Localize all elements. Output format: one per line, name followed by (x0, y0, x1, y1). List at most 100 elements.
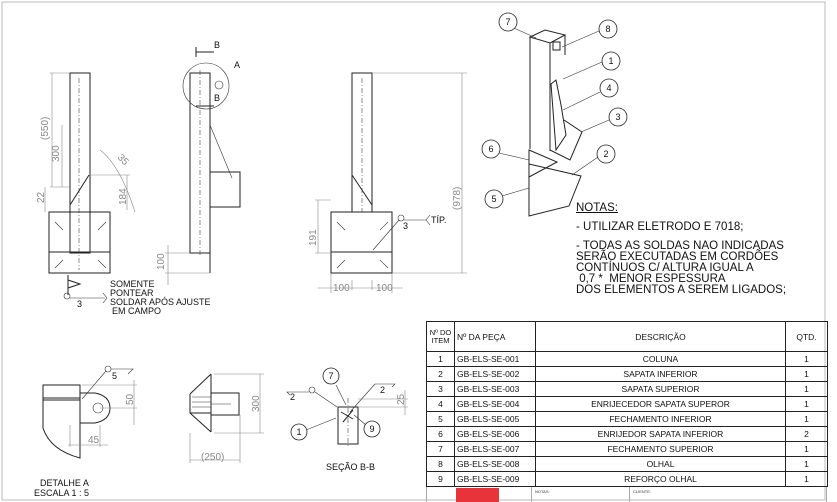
cell-qty: 1 (785, 381, 828, 397)
cell-desc: REFORÇO OLHAL (535, 471, 786, 487)
weld-size-detail: 5 (112, 371, 117, 381)
svg-text:6: 6 (488, 144, 493, 154)
header-qty: QTD. (785, 321, 828, 352)
dim-250: (250) (201, 452, 224, 463)
weld-note-4: EM CAMPO (112, 306, 161, 316)
balloon-7: 7 (498, 12, 518, 32)
balloon-4: 4 (599, 78, 619, 98)
cell-desc: FECHAMENTO INFERIOR (535, 411, 786, 427)
cell-part: GB-ELS-SE-007 (454, 441, 536, 457)
cell-part: GB-ELS-SE-006 (454, 426, 536, 442)
cell-qty: 1 (785, 456, 828, 472)
title-block-divider (629, 487, 630, 502)
cell-part: GB-ELS-SE-003 (454, 381, 536, 397)
svg-text:2: 2 (603, 149, 608, 159)
header-part: Nº DA PEÇA (454, 321, 536, 352)
weld-note-1: SOMENTE (110, 279, 155, 289)
svg-text:3: 3 (615, 112, 620, 122)
balloon-3: 3 (608, 107, 628, 127)
cell-desc: SAPATA INFERIOR (535, 366, 786, 382)
svg-text:7: 7 (328, 371, 333, 381)
header-item: Nº DO ITEM (426, 321, 455, 352)
cell-part: GB-ELS-SE-002 (454, 366, 536, 382)
cell-qty: 1 (785, 366, 828, 382)
dim-45: 45 (88, 435, 100, 446)
notes-block: NOTAS: - UTILIZAR ELETRODO E 7018; - TOD… (576, 202, 787, 296)
title-block-notes-label: NOTAS: (535, 489, 550, 494)
cell-item: 3 (426, 381, 455, 397)
cell-part: GB-ELS-SE-005 (454, 411, 536, 427)
cell-item: 1 (426, 351, 455, 367)
detail-mark-a: A (234, 60, 240, 70)
cell-item: 6 (426, 426, 455, 442)
dim-300: 300 (51, 145, 62, 162)
notes-title: NOTAS: (576, 202, 618, 214)
balloon-1-section: 1 (290, 423, 308, 441)
dim-100-left: 100 (333, 283, 350, 294)
dim-550: (550) (40, 117, 51, 140)
balloon-2: 2 (596, 144, 616, 164)
dim-50: 50 (125, 393, 136, 405)
balloon-7-section: 7 (322, 367, 340, 385)
cell-desc: SAPATA SUPERIOR (535, 381, 786, 397)
note-2: - TODAS AS SOLDAS NAO INDICADAS SERÃO EX… (576, 240, 787, 296)
cell-desc: ENRIJECEDOR SAPATA SUPEROR (535, 396, 786, 412)
cell-qty: 1 (785, 411, 828, 427)
title-block-client-label: CLIENTE: (633, 489, 652, 494)
note-1: - UTILIZAR ELETRODO E 7018; (576, 221, 744, 233)
top-view: 300 (250) (189, 373, 264, 463)
cell-desc: OLHAL (535, 456, 786, 472)
dim-angle: 35 (115, 152, 131, 168)
cell-item: 4 (426, 396, 455, 412)
title-block: NOTAS: CLIENTE: (426, 487, 827, 502)
cell-qty: 1 (785, 471, 828, 487)
svg-text:5: 5 (491, 194, 496, 204)
dim-25: 25 (396, 393, 407, 405)
svg-text:8: 8 (605, 24, 610, 34)
weld-note-2: PONTEAR (110, 288, 154, 298)
weld-size-right: 3 (403, 221, 408, 231)
detail-a-scale: ESCALA 1 : 5 (34, 488, 89, 498)
dim-184: 184 (118, 188, 129, 205)
cell-desc: FECHAMENTO SUPERIOR (535, 441, 786, 457)
cell-qty: 1 (785, 351, 828, 367)
weld-size-front: 3 (77, 299, 82, 309)
cell-item: 2 (426, 366, 455, 382)
bom-header: Nº DO ITEM Nº DA PEÇA DESCRIÇÃO QTD. (426, 321, 828, 352)
detail-a-title: DETALHE A (40, 478, 89, 488)
detail-a-circle (182, 62, 230, 110)
cell-item: 7 (426, 441, 455, 457)
header-description: DESCRIÇÃO (535, 321, 786, 352)
cell-desc: ENRIJEDOR SAPATA INFERIOR (535, 426, 786, 442)
cell-part: GB-ELS-SE-009 (454, 471, 536, 487)
balloon-5: 5 (484, 189, 504, 209)
cell-qty: 2 (785, 426, 828, 442)
section-bb-title: SEÇÃO B-B (326, 462, 375, 472)
svg-text:4: 4 (606, 83, 611, 93)
section-mark-b-bottom: B (214, 93, 220, 103)
cell-qty: 1 (785, 396, 828, 412)
cell-part: GB-ELS-SE-008 (454, 456, 536, 472)
right-view: (978) 191 100 100 3 TÍP. (308, 72, 467, 294)
cell-item: 8 (426, 456, 455, 472)
isometric-view: 7 8 1 4 3 6 2 5 (481, 12, 628, 217)
balloon-8: 8 (598, 19, 618, 39)
side-view: B B A 100 (156, 40, 241, 285)
svg-text:1: 1 (296, 427, 301, 437)
balloon-6: 6 (481, 139, 501, 159)
detail-a-view: 50 45 5 DETALHE A ESCALA 1 : 5 (34, 365, 137, 498)
dim-100-side: 100 (156, 253, 167, 270)
cell-part: GB-ELS-SE-001 (454, 351, 536, 367)
front-view: (550) 300 22 184 35 3 SOMENTE PONTEAR SO… (36, 72, 211, 316)
